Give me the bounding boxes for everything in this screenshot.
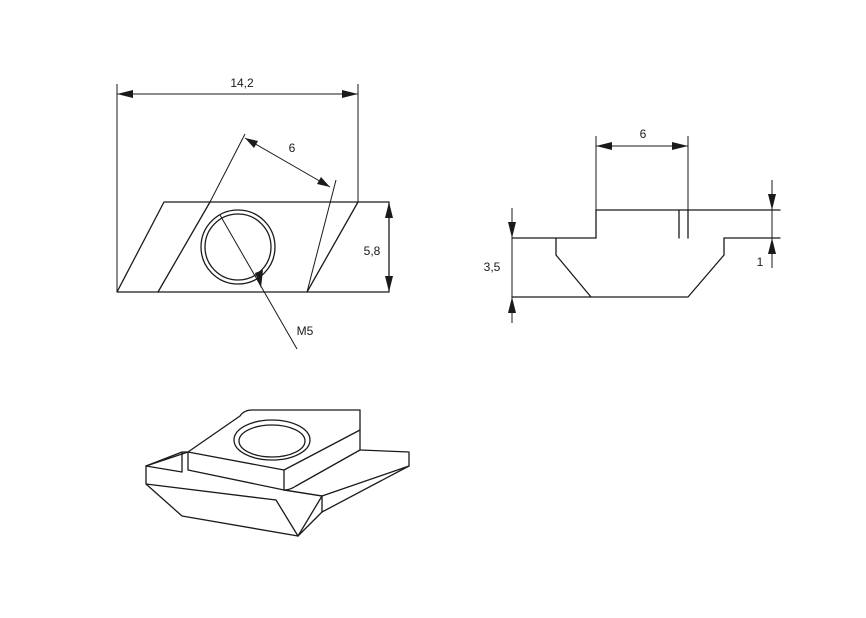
dim-arrow <box>596 142 612 150</box>
dim-ext-slot-left <box>209 133 246 203</box>
dim-arrow <box>342 90 358 98</box>
iso-top-face <box>187 409 361 491</box>
dim-label-slot: 6 <box>289 141 296 155</box>
iso-right-flange-front <box>283 489 323 497</box>
dim-arrow <box>245 138 258 148</box>
top-view-slot-edge-left <box>157 201 211 293</box>
dim-line-slot <box>244 137 331 188</box>
iso-bottom-edge-2 <box>275 499 299 537</box>
dim-arrow <box>768 194 776 210</box>
iso-right-flange-bottom-2 <box>321 465 410 513</box>
iso-right-chamfer <box>297 511 323 537</box>
iso-top-front-edge-2 <box>283 429 361 471</box>
dim-label-top-width: 6 <box>640 127 647 141</box>
dim-label-width: 14,2 <box>230 76 254 90</box>
top-view: 14,2 6 5,8 M5 <box>116 76 393 350</box>
top-view-slot-edge-right <box>306 201 359 293</box>
dim-label-height: 5,8 <box>364 244 381 258</box>
thread-label: M5 <box>297 324 314 338</box>
dim-label-side-height: 3,5 <box>484 260 501 274</box>
iso-bottom-edge <box>145 483 277 501</box>
dim-arrow <box>255 270 263 288</box>
dim-arrow <box>672 142 688 150</box>
side-view-profile <box>511 237 781 298</box>
iso-hole-inner <box>238 424 306 458</box>
dim-arrow <box>385 202 393 218</box>
dim-arrow <box>508 222 516 238</box>
iso-hole-outer <box>233 419 311 461</box>
dim-arrow <box>317 177 330 187</box>
top-view-outline <box>116 201 390 293</box>
thread-hole-outer <box>200 209 276 285</box>
side-view: 6 3,5 1 <box>484 127 781 323</box>
thread-leader-line <box>219 214 298 350</box>
dim-ext-slot-right <box>306 179 337 293</box>
thread-hole-inner <box>204 213 272 281</box>
dim-arrow <box>385 276 393 292</box>
iso-left-step-base <box>145 465 183 473</box>
dim-arrow <box>768 238 776 254</box>
iso-top-front-edge <box>187 451 285 471</box>
dim-arrow <box>508 297 516 313</box>
dim-label-lip: 1 <box>757 255 764 269</box>
dim-arrow <box>117 90 133 98</box>
isometric-view <box>145 409 410 537</box>
iso-right-flange <box>321 449 410 497</box>
